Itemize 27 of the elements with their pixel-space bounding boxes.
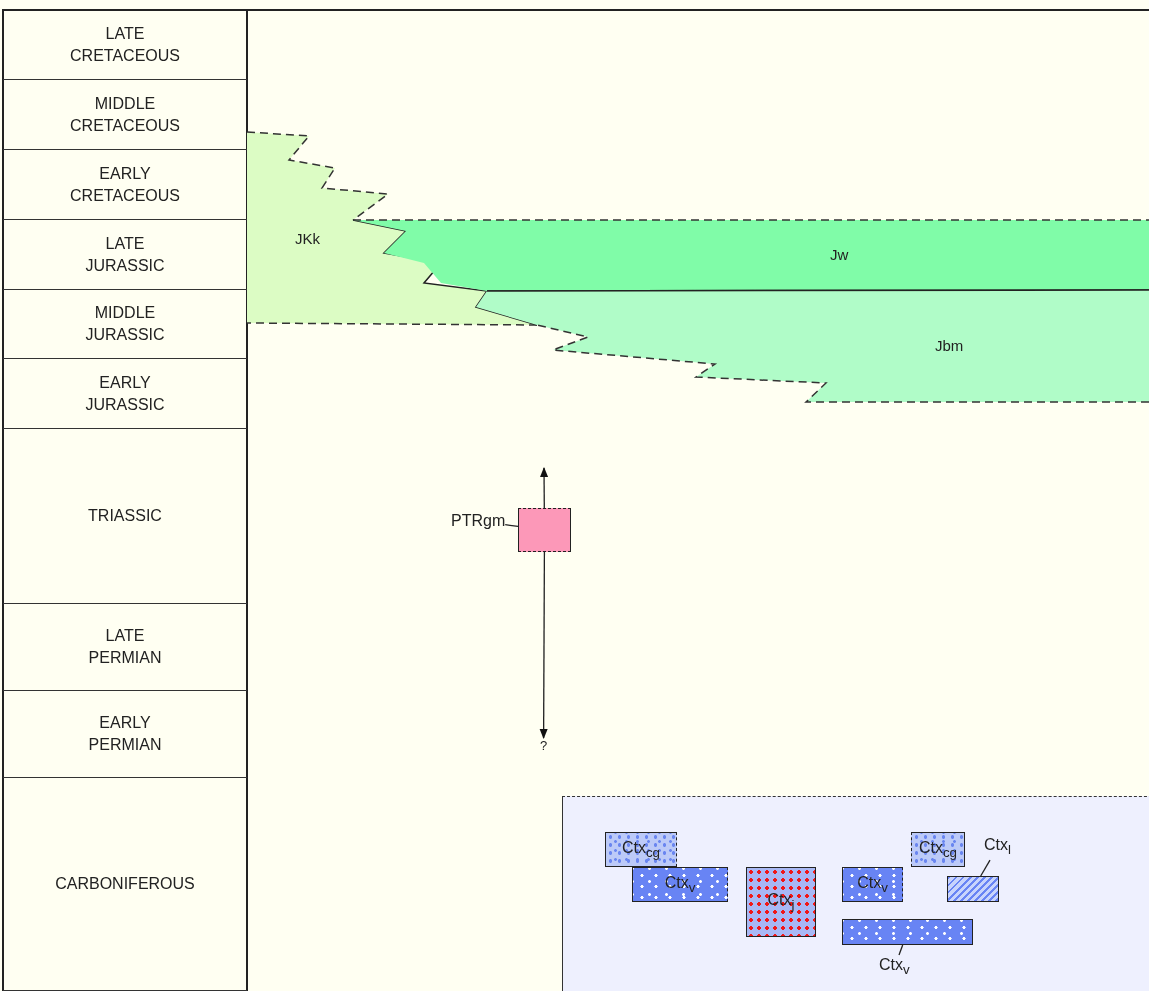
- unit-label: Ctx$_{v}$: [879, 955, 910, 981]
- rock-unit-box: [842, 919, 973, 945]
- rock-unit-box: [518, 508, 571, 552]
- age-cell: LATE PERMIAN: [3, 604, 247, 691]
- unit-panel: [562, 796, 1149, 991]
- leader-line: [504, 524, 519, 528]
- rock-unit-box: Ctx$_{j}$: [746, 867, 816, 937]
- unit-label: PTRgm: [451, 511, 506, 531]
- age-cell: TRIASSIC: [3, 429, 247, 604]
- unit-label: Ctx$_{l}$: [984, 835, 1011, 861]
- arrow: [539, 551, 548, 740]
- rock-unit-area: Jbm: [476, 290, 1149, 402]
- unit-label: ?: [540, 738, 548, 753]
- arrow: [539, 466, 549, 509]
- age-cell: EARLY JURASSIC: [3, 359, 247, 429]
- rock-unit-box: Ctx$_{v}$: [842, 867, 903, 902]
- rock-unit-box: Ctx$_{v}$: [632, 867, 728, 902]
- age-cell: MIDDLE CRETACEOUS: [3, 80, 247, 150]
- age-cell: LATE CRETACEOUS: [3, 10, 247, 80]
- rock-unit-box: Ctx$_{cg}$: [911, 832, 965, 867]
- leader-line: [898, 944, 904, 956]
- age-cell: EARLY PERMIAN: [3, 691, 247, 778]
- leader-line: [980, 859, 991, 877]
- age-cell: CARBONIFEROUS: [3, 778, 247, 991]
- rock-unit-box: [947, 876, 999, 902]
- rock-unit-box: Ctx$_{cg}$: [605, 832, 677, 867]
- rock-unit-area: JKk: [247, 132, 537, 325]
